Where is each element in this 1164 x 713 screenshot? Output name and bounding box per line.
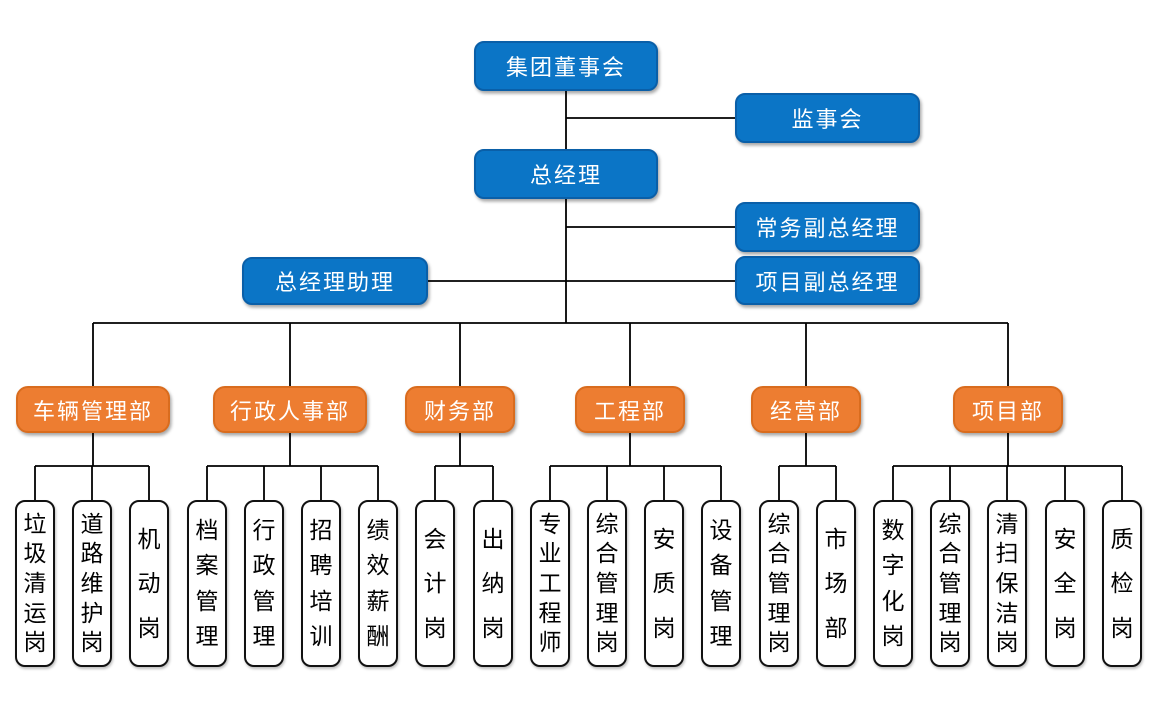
executive-deputy-gm-box: 常务副总经理 [735,202,920,252]
general-manager-box: 总经理 [474,149,658,199]
position-box: 垃圾清运岗 [15,500,55,667]
admin-hr-dept-box: 行政人事部 [213,386,367,433]
position-box: 绩效薪酬 [358,500,398,667]
position-box: 综合管理岗 [759,500,799,667]
vehicle-management-dept-box: 车辆管理部 [16,386,170,433]
position-box: 道路维护岗 [72,500,112,667]
project-deputy-gm-box: 项目副总经理 [735,256,920,305]
board-of-directors-box: 集团董事会 [474,41,658,91]
position-box: 行政管理 [244,500,284,667]
position-box: 专业工程师 [530,500,570,667]
finance-dept-box: 财务部 [405,386,515,433]
project-dept-box: 项目部 [953,386,1063,433]
position-box: 清扫保洁岗 [987,500,1027,667]
position-box: 会计岗 [415,500,455,667]
position-box: 档案管理 [187,500,227,667]
gm-assistant-box: 总经理助理 [242,257,428,305]
position-box: 综合管理岗 [587,500,627,667]
position-box: 机动岗 [129,500,169,667]
supervisory-board-box: 监事会 [735,93,920,143]
position-box: 招聘培训 [301,500,341,667]
operations-dept-box: 经营部 [751,386,861,433]
position-box: 综合管理岗 [930,500,970,667]
engineering-dept-box: 工程部 [575,386,685,433]
position-box: 设备管理 [701,500,741,667]
position-box: 出纳岗 [473,500,513,667]
position-box: 安全岗 [1045,500,1085,667]
position-box: 数字化岗 [873,500,913,667]
position-box: 质检岗 [1102,500,1142,667]
position-box: 安质岗 [644,500,684,667]
position-box: 市场部 [816,500,856,667]
